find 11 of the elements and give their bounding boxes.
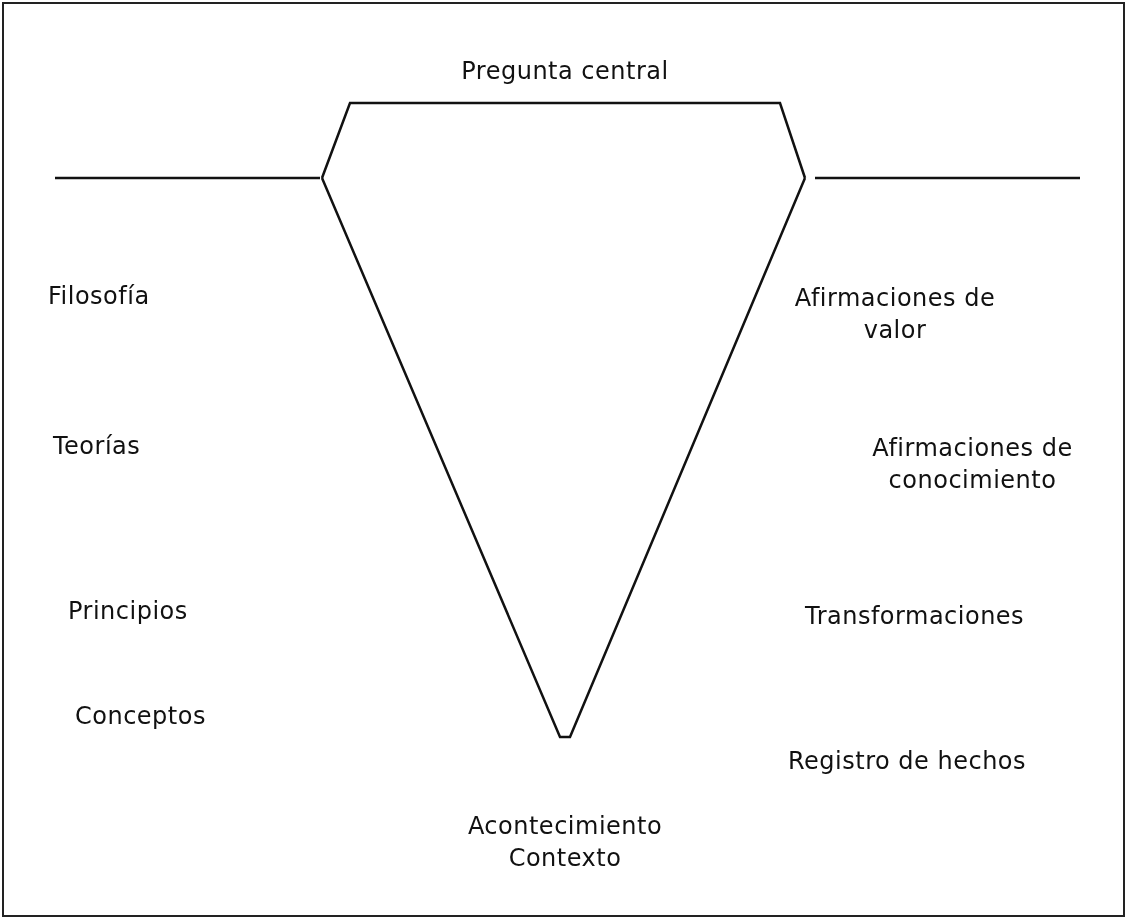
term-label: Filosofía <box>48 281 150 312</box>
term-label: Conceptos <box>75 701 206 732</box>
term-label: Registro de hechos <box>788 746 1027 777</box>
term-label: Contexto <box>508 843 622 874</box>
term-label: Afirmaciones de conocimiento <box>871 433 1074 496</box>
term-label: Teorías <box>53 431 141 462</box>
term-label: Acontecimiento <box>467 811 663 842</box>
heading-text: Pregunta central <box>461 56 669 87</box>
term-label: Principios <box>68 596 188 627</box>
term-label: Afirmaciones de valor <box>793 283 997 346</box>
term-label: Transformaciones <box>805 601 1025 632</box>
